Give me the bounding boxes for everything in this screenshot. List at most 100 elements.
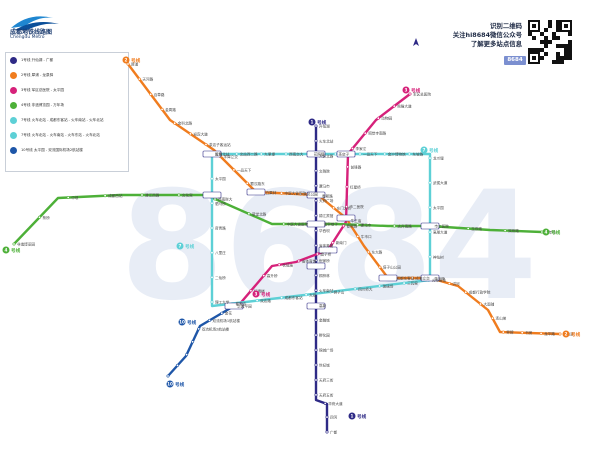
station-dot[interactable] [314,169,318,173]
station-dot[interactable] [376,116,380,120]
station-dot[interactable] [350,147,354,151]
station-dot[interactable] [314,214,318,218]
station-dot[interactable] [314,348,318,352]
station-dot[interactable] [314,199,318,203]
station-dot[interactable] [466,227,470,231]
station-dot[interactable] [428,255,432,259]
station-dot[interactable] [282,222,286,226]
station-dot[interactable] [323,401,327,405]
station-dot[interactable] [314,244,318,248]
station-dot[interactable] [280,296,284,300]
station-dot[interactable] [249,289,253,293]
station-dot[interactable] [402,281,406,285]
interchange-station[interactable] [336,214,356,222]
station-dot[interactable] [314,124,318,128]
station-dot[interactable] [356,234,360,238]
station-dot[interactable] [177,193,181,197]
station-dot[interactable] [407,152,411,156]
interchange-station[interactable] [420,274,440,282]
station-dot[interactable] [160,107,164,111]
station-dot[interactable] [314,333,318,337]
station-dot[interactable] [208,318,212,322]
station-dot[interactable] [277,263,281,267]
station-dot[interactable] [314,378,318,382]
qr-code-icon[interactable] [528,20,572,64]
interchange-station[interactable] [318,246,338,254]
interchange-station[interactable] [420,222,440,230]
station-dot[interactable] [383,152,387,156]
station-dot[interactable] [210,251,214,255]
station-dot[interactable] [137,77,141,81]
station-dot[interactable] [284,152,288,156]
station-dot[interactable] [232,168,236,172]
interchange-station[interactable] [246,188,266,196]
station-dot[interactable] [325,430,329,434]
station-dot[interactable] [191,340,195,344]
interchange-station[interactable] [378,274,398,282]
station-dot[interactable] [490,316,494,320]
station-dot[interactable] [210,275,214,279]
station-dot[interactable] [220,311,224,315]
station-dot[interactable] [558,332,562,336]
station-dot[interactable] [478,302,482,306]
interchange-station[interactable] [224,302,244,310]
station-dot[interactable] [332,206,336,210]
station-dot[interactable] [355,223,359,227]
station-dot[interactable] [176,363,180,367]
station-dot[interactable] [358,152,362,156]
station-dot[interactable] [314,393,318,397]
station-dot[interactable] [314,184,318,188]
station-dot[interactable] [197,327,201,331]
station-dot[interactable] [173,121,177,125]
interchange-station[interactable] [202,191,222,199]
station-dot[interactable] [333,152,337,156]
station-dot[interactable] [378,265,382,269]
station-dot[interactable] [210,226,214,230]
station-dot[interactable] [346,165,350,169]
interchange-station[interactable] [336,150,356,158]
station-dot[interactable] [501,330,505,334]
station-dot[interactable] [520,331,524,335]
station-dot[interactable] [428,205,432,209]
station-dot[interactable] [366,250,370,254]
interchange-station[interactable] [306,262,326,270]
station-dot[interactable] [410,276,414,280]
station-dot[interactable] [66,196,70,200]
station-dot[interactable] [314,363,318,367]
station-dot[interactable] [408,92,412,96]
station-dot[interactable] [392,104,396,108]
station-dot[interactable] [166,374,170,378]
station-dot[interactable] [378,284,382,288]
interchange-station[interactable] [306,220,326,228]
station-dot[interactable] [297,259,301,263]
station-dot[interactable] [262,274,266,278]
station-dot[interactable] [428,156,432,160]
station-dot[interactable] [325,415,329,419]
interchange-station[interactable] [306,191,326,199]
station-dot[interactable] [235,152,239,156]
station-dot[interactable] [345,185,349,189]
station-dot[interactable] [185,353,189,357]
station-dot[interactable] [353,287,357,291]
station-dot[interactable] [304,293,308,297]
station-dot[interactable] [331,241,335,245]
station-dot[interactable] [255,299,259,303]
station-dot[interactable] [140,193,144,197]
station-dot[interactable] [259,152,263,156]
station-dot[interactable] [210,300,214,304]
station-dot[interactable] [329,290,333,294]
station-dot[interactable] [392,224,396,228]
station-dot[interactable] [37,215,41,219]
station-dot[interactable] [245,181,249,185]
station-dot[interactable] [314,258,318,262]
interchange-station[interactable] [202,150,222,158]
station-dot[interactable] [279,191,283,195]
station-dot[interactable] [344,205,348,209]
station-dot[interactable] [503,229,507,233]
station-dot[interactable] [103,194,107,198]
station-dot[interactable] [314,273,318,277]
station-dot[interactable] [464,290,468,294]
station-dot[interactable] [314,139,318,143]
station-dot[interactable] [341,224,345,228]
station-dot[interactable] [210,201,214,205]
